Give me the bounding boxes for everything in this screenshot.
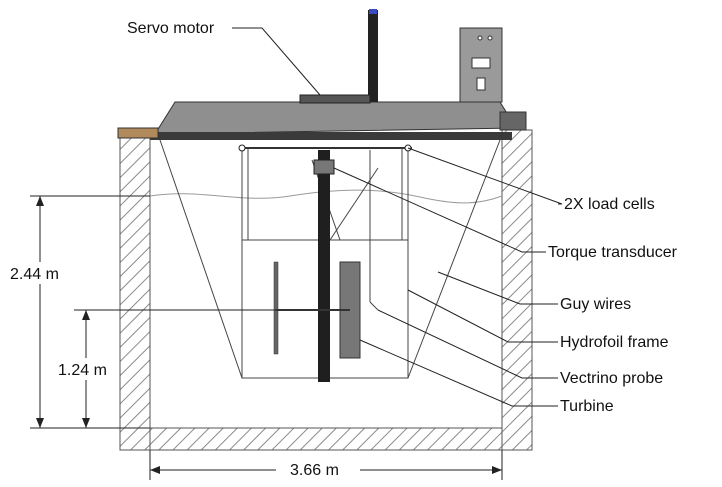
turbine-shaft [318,150,330,382]
leader-lines [232,27,563,407]
leader-turbine [359,339,558,407]
left-support-block [117,127,159,139]
cabinet-knob [487,35,493,41]
load-cell [238,144,246,152]
guy-wire [159,139,243,379]
arrow-down [82,418,90,428]
left-wall [119,137,151,451]
dimensions: 2.44 m 1.24 m 3.66 m [10,195,503,480]
leader-torque-transducer [333,167,546,253]
cabinet-indicator [476,77,486,91]
depth-total-label: 2.44 m [10,266,59,283]
arrow-up [82,310,90,320]
arrow-up [36,196,44,206]
turbine-blade-left [273,261,279,355]
load-cells-label: 2X load cells [564,196,655,213]
tank-floor [149,427,503,451]
leader-load-cells [407,147,563,205]
water-surface [149,189,503,204]
guy-wires-label: Guy wires [560,296,631,313]
platform-beam [150,132,512,140]
leader-guy-wires [437,271,558,305]
right-support-block [499,111,527,131]
servo-motor-label: Servo motor [127,20,215,37]
vectrino-probe-label: Vectrino probe [560,370,663,387]
platform-deck [154,101,517,135]
leader-hydrofoil-frame [407,289,558,343]
vectrino-probe-tip [369,301,379,311]
right-wall [501,129,533,451]
leader-vectrino-probe [377,309,558,379]
cabinet-knob [477,35,483,41]
arrow-right [492,466,502,474]
torque-transducer [313,159,335,175]
motor-shaft-column [368,10,378,102]
torque-transducer-label: Torque transducer [548,244,678,261]
guy-wire [407,139,501,379]
tank [119,129,533,451]
platform [117,9,527,140]
motor-shaft-cap [369,9,377,14]
cabinet-panel [471,57,491,69]
frame-brace [329,167,379,241]
hydrofoil-frame-label: Hydrofoil frame [560,334,669,351]
arrow-left [150,466,160,474]
arrow-down [36,418,44,428]
turbine-label: Turbine [560,398,614,415]
width-label: 3.66 m [290,462,339,479]
turbine-assembly [273,150,379,382]
callouts: Servo motor 2X load cells Torque transdu… [127,20,678,415]
servo-motor [299,94,371,104]
leader-servo-motor [232,27,321,96]
turbine-height-label: 1.24 m [58,362,107,379]
